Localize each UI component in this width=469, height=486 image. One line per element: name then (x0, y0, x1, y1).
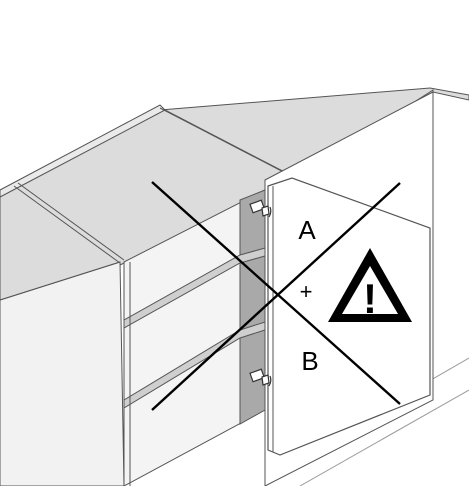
hinge-top (249, 199, 272, 218)
label-a: A (298, 215, 316, 245)
warning-exclamation: ! (363, 275, 377, 322)
label-plus: + (300, 279, 313, 304)
left-cabinet-front (0, 261, 125, 486)
cross-out-icon (151, 181, 401, 411)
hinge-bottom (249, 368, 272, 387)
warning-triangle-icon: ! (328, 248, 412, 322)
label-b: B (301, 346, 318, 376)
